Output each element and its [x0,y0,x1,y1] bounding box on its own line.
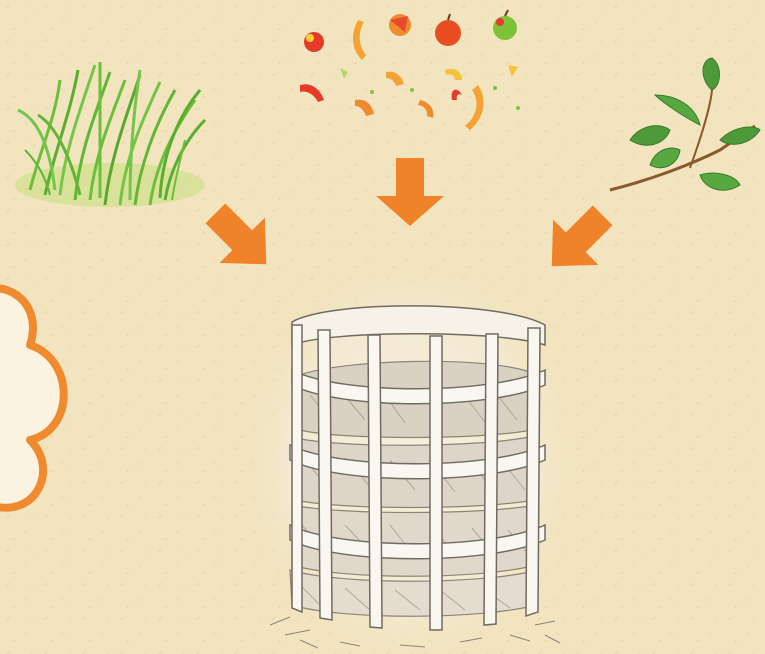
compost-bin-icon [255,274,569,648]
